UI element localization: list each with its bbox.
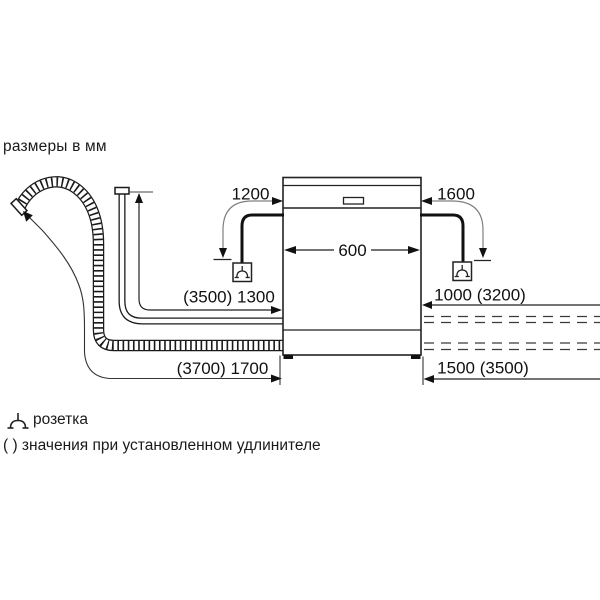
- control-panel-display: [342, 196, 365, 205]
- dim-drain-hose-left: [23, 211, 282, 385]
- dim-label-inlet-hose-left: (3500) 1300: [183, 288, 275, 307]
- socket-icon-left: [232, 262, 253, 283]
- legend-socket-label: розетка: [33, 411, 88, 428]
- dim-label-power-cord-right: 1600: [437, 185, 475, 204]
- dim-inlet-hose-right: [422, 301, 600, 309]
- legend-socket-row: розетка: [3, 410, 423, 436]
- corrugated-drain-hose-icon: [9, 176, 284, 352]
- legend: розетка ( ) значения при установленном у…: [3, 410, 423, 456]
- dim-inlet-hose-left: [135, 193, 282, 314]
- dim-power-cord-right: [421, 197, 491, 262]
- legend-brackets-note: ( ) значения при установленном удлинител…: [3, 437, 321, 454]
- power-cord-right: [420, 213, 465, 262]
- dim-label-power-cord-left: 1200: [232, 185, 270, 204]
- appliance-foot-right: [411, 355, 421, 359]
- appliance-outline: [282, 176, 422, 359]
- dim-drain-hose-right: [422, 356, 600, 385]
- dim-label-appliance-width: 600: [338, 241, 366, 260]
- power-cord-left: [240, 213, 284, 263]
- dim-power-cord-left: [213, 197, 283, 261]
- socket-icon-right: [452, 261, 473, 282]
- socket-icon: [3, 410, 33, 436]
- appliance-foot-left: [283, 355, 293, 359]
- dim-label-inlet-hose-right: 1000 (3200): [434, 286, 526, 305]
- legend-note-row: ( ) значения при установленном удлинител…: [3, 436, 423, 456]
- diagram-title: размеры в мм: [3, 138, 107, 155]
- extended-hoses-dashed: [424, 315, 600, 351]
- dim-appliance-width: [284, 246, 420, 254]
- water-inlet-hose-icon: [114, 186, 284, 325]
- dim-label-drain-hose-left: (3700) 1700: [177, 359, 269, 378]
- dim-label-drain-hose-right: 1500 (3500): [437, 359, 529, 378]
